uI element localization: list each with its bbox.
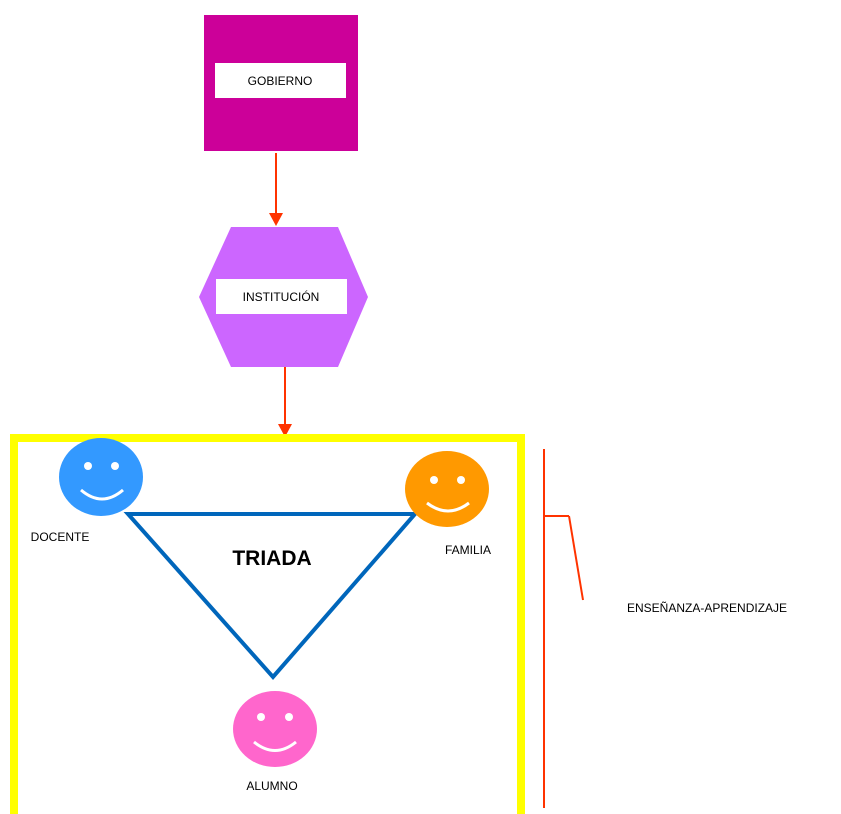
institucion-label: INSTITUCIÓN <box>243 289 320 304</box>
docente-left-eye <box>84 462 92 470</box>
docente-face-circle <box>59 438 143 516</box>
docente-face <box>59 438 143 516</box>
institucion-node: INSTITUCIÓN <box>199 227 368 367</box>
docente-label: DOCENTE <box>31 530 90 544</box>
familia-left-eye <box>430 476 438 484</box>
alumno-left-eye <box>257 713 265 721</box>
ensenanza-label: ENSEÑANZA-APRENDIZAJE <box>627 601 787 615</box>
familia-smile <box>426 501 470 513</box>
alumno-face <box>233 691 317 767</box>
triad-title: TRIADA <box>232 547 311 570</box>
docente-right-eye <box>111 462 119 470</box>
familia-label: FAMILIA <box>445 543 491 557</box>
familia-right-eye <box>457 476 465 484</box>
triad-frame <box>10 434 525 814</box>
docente-smile <box>80 488 124 501</box>
alumno-label: ALUMNO <box>246 779 297 793</box>
triad-triangle <box>123 512 420 681</box>
gobierno-node: GOBIERNO <box>204 15 358 151</box>
alumno-right-eye <box>285 713 293 721</box>
familia-face <box>405 451 489 527</box>
gobierno-label-box <box>215 63 346 98</box>
gobierno-label: GOBIERNO <box>248 74 313 88</box>
alumno-face-circle <box>233 691 317 767</box>
familia-face-circle <box>405 451 489 527</box>
institucion-label-box <box>216 279 347 314</box>
arrow-institucion-triada <box>278 367 292 437</box>
arrow-gobierno-institucion <box>269 153 283 226</box>
ensenanza-bracket <box>543 449 584 808</box>
alumno-smile <box>253 740 297 752</box>
